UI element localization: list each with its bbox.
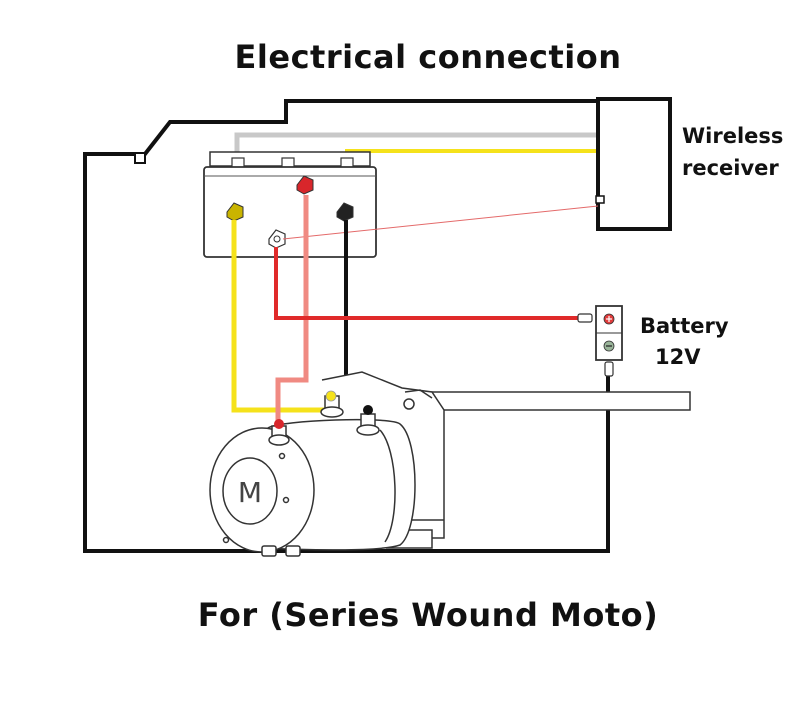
motor-red-terminal (274, 419, 284, 429)
yellow-terminal (226, 202, 244, 222)
black-terminal (336, 202, 354, 222)
motor-black-terminal (363, 405, 373, 415)
motor-letter: M (238, 476, 262, 509)
yellow-signal-wire (345, 149, 598, 162)
pink-motor-wire (275, 195, 309, 424)
battery-label-line1: Battery (640, 314, 729, 338)
wireless-receiver-box (596, 97, 672, 231)
battery-label-line2: 12V (655, 345, 701, 369)
ground-connector (134, 152, 146, 164)
red-terminal (296, 175, 314, 195)
diagram-title: Electrical connection (234, 38, 622, 76)
red-battery-wire (274, 247, 578, 320)
diagram-caption: For (Series Wound Moto) (197, 596, 659, 634)
battery-terminal-block (577, 305, 623, 377)
motor-yellow-terminal (325, 390, 337, 402)
control-box (203, 151, 377, 258)
receiver-port (595, 195, 605, 204)
winch-motor (209, 371, 691, 557)
thin-red-wire (282, 205, 599, 240)
receiver-label-line2: receiver (682, 156, 779, 180)
receiver-label-line1: Wireless (682, 124, 784, 148)
